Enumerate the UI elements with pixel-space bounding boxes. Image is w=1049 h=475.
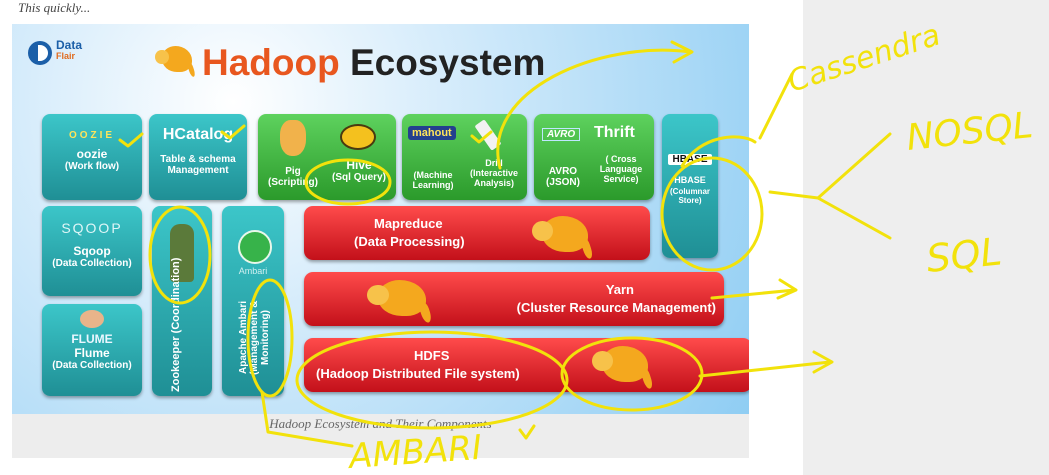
- hbase-tile: HBASE HBASE (Columnar Store): [662, 114, 718, 258]
- zookeeper-tile: Zookeeper (Coordination): [152, 206, 212, 396]
- ink-hdfs-elephant-circle: [560, 336, 704, 412]
- yarn-sub: (Cluster Resource Management): [516, 300, 716, 315]
- avro-sub: (JSON): [546, 177, 580, 188]
- pig-sub: (Scripting): [268, 177, 318, 188]
- thrift-sub: ( Cross Language Service): [599, 154, 643, 184]
- drill-name: Drill: [485, 158, 503, 168]
- pig-icon: [280, 120, 306, 156]
- ink-yarn-arrow: [710, 278, 798, 300]
- yarn-name: Yarn: [605, 282, 634, 297]
- mapreduce-name: Mapreduce: [374, 216, 443, 231]
- hcatalog-name: HCatalog: [162, 126, 234, 143]
- right-sidebar: [803, 0, 1049, 475]
- ink-cassandra-text: Cassendra: [784, 18, 945, 100]
- ink-caption-tick: [518, 424, 536, 440]
- mapreduce-bar: Mapreduce (Data Processing): [304, 206, 650, 260]
- hadoop-elephant-icon: [155, 46, 192, 72]
- ink-zookeeper-circle: [148, 205, 212, 305]
- pig-hive-tile: Pig (Scripting) Hive (Sql Query): [258, 114, 396, 200]
- logo-sub: Flair: [56, 51, 76, 61]
- hcatalog-sub: Table & schema Management: [160, 154, 236, 176]
- flume-logo: FLUME: [71, 332, 113, 346]
- avro-label: AVRO (JSON): [536, 166, 590, 188]
- ambari-logo: Ambari: [238, 266, 268, 276]
- hive-bee-icon: [340, 124, 376, 150]
- hdfs-sub: (Hadoop Distributed File system): [316, 366, 520, 381]
- ink-mahout-check: [470, 130, 493, 144]
- hbase-logo: HBASE: [668, 154, 712, 165]
- title-ecosystem: Ecosystem: [349, 42, 546, 83]
- drill-label: Drill (Interactive Analysis): [462, 158, 526, 188]
- hbase-sub: (Columnar Store): [670, 187, 710, 205]
- ambari-icon: [238, 230, 272, 264]
- dataflair-logo-icon: [28, 41, 52, 65]
- sqoop-tile: SQOOP Sqoop (Data Collection): [42, 206, 142, 296]
- figure-frame: Data Flair Hadoop Ecosystem OOZIE oozie …: [12, 24, 749, 458]
- mapreduce-sub: (Data Processing): [354, 234, 465, 249]
- ink-stroke-cassandra-1: [758, 72, 794, 140]
- mahout-drill-tile: mahout (Machine Learning) Drill (Interac…: [402, 114, 527, 200]
- truncated-intro-text: This quickly...: [18, 0, 91, 15]
- ink-branch-to-nosql-sql: [768, 132, 892, 240]
- hdfs-name: HDFS: [414, 348, 450, 363]
- hcatalog-tile: HCatalog Table & schema Management: [149, 114, 247, 200]
- hadoop-ecosystem-diagram: Data Flair Hadoop Ecosystem OOZIE oozie …: [12, 24, 749, 414]
- oozie-logo: OOZIE: [68, 130, 116, 141]
- mahout-logo: mahout: [408, 126, 456, 140]
- avro-thrift-tile: AVRO Thrift AVRO (JSON) ( Cross Language…: [534, 114, 654, 200]
- sqoop-name: Sqoop: [73, 244, 111, 258]
- yarn-elephant-icon: [367, 280, 426, 316]
- avro-name: AVRO: [548, 166, 578, 177]
- yarn-bar: Yarn (Cluster Resource Management): [304, 272, 724, 326]
- hive-sub: (Sql Query): [332, 172, 386, 183]
- avro-logo: AVRO: [542, 128, 581, 141]
- ink-hive-circle: [304, 158, 392, 206]
- hdfs-elephant-icon: [591, 346, 648, 382]
- ink-nosql-text: NOSQL: [905, 105, 1035, 159]
- title-hadoop: Hadoop: [202, 42, 340, 83]
- oozie-sub: (Work flow): [64, 161, 120, 172]
- ink-hdfs-arrow: [698, 350, 834, 378]
- pig-name: Pig: [285, 166, 301, 177]
- flume-tile: FLUME Flume (Data Collection): [42, 304, 142, 396]
- logo-name: Data: [56, 38, 83, 52]
- ink-hbase-bracket: [680, 135, 757, 168]
- ink-ambari-text: AMBARI: [346, 428, 483, 475]
- sqoop-sub: (Data Collection): [52, 258, 132, 269]
- mahout-sub: (Machine Learning): [412, 170, 454, 190]
- ink-hdfs-circle: [295, 330, 569, 430]
- flume-name: Flume: [74, 346, 110, 360]
- pig-label: Pig (Scripting): [262, 166, 324, 188]
- ink-arrow-to-cassandra: [496, 40, 694, 170]
- mapreduce-elephant-icon: [531, 216, 588, 252]
- oozie-name: oozie: [76, 147, 108, 161]
- ink-oozie-check: [118, 132, 144, 148]
- ink-sql-text: SQL: [924, 229, 1003, 281]
- flume-icon: [80, 310, 104, 328]
- sqoop-logo: SQOOP: [61, 220, 123, 236]
- ink-ambari-circle: [246, 278, 294, 398]
- oozie-tile: OOZIE oozie (Work flow): [42, 114, 142, 200]
- thrift-name: Thrift: [594, 124, 635, 141]
- diagram-title: Hadoop Ecosystem: [202, 42, 545, 84]
- dataflair-logo: Data Flair: [56, 38, 83, 62]
- zookeeper-figure-icon: [170, 224, 194, 282]
- flume-sub: (Data Collection): [52, 360, 132, 371]
- ink-hcat-check: [220, 124, 246, 140]
- drill-sub: (Interactive Analysis): [469, 168, 519, 188]
- hbase-name: HBASE: [674, 175, 706, 185]
- ink-hbase-circle: [660, 156, 764, 272]
- ink-ambari-pointer: [260, 390, 354, 448]
